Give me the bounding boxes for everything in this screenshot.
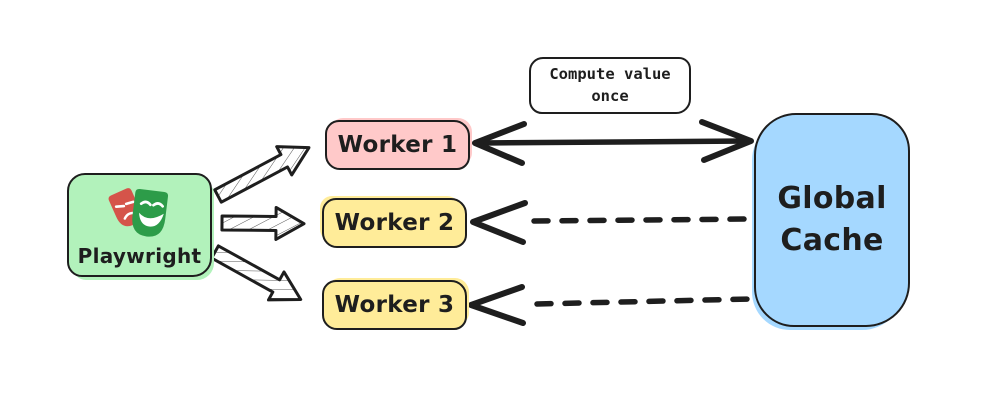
- worker1-cache-two-way-arrow: [472, 119, 754, 166]
- cache-to-worker2-dashed-arrow: [470, 200, 753, 245]
- annotation-compute-once: Compute value once: [529, 57, 691, 114]
- global-cache-label: Global Cache: [777, 181, 887, 258]
- theater-masks-icon: [104, 185, 176, 243]
- playwright-label: Playwright: [77, 243, 202, 268]
- cache-to-worker3-dashed-arrow: [468, 284, 753, 326]
- node-playwright: Playwright: [67, 173, 212, 277]
- playwright-to-worker2-arrow: [220, 205, 306, 241]
- worker1-label: Worker 1: [337, 132, 458, 158]
- playwright-to-worker3-arrow: [210, 244, 303, 302]
- playwright-to-worker1-arrow: [213, 145, 311, 204]
- node-worker-3: Worker 3: [322, 280, 467, 330]
- worker2-label: Worker 2: [334, 210, 455, 236]
- compute-once-label: Compute value once: [549, 64, 671, 105]
- node-worker-1: Worker 1: [325, 120, 470, 170]
- node-worker-2: Worker 2: [322, 198, 467, 248]
- node-global-cache: Global Cache: [754, 113, 910, 327]
- worker3-label: Worker 3: [334, 292, 455, 318]
